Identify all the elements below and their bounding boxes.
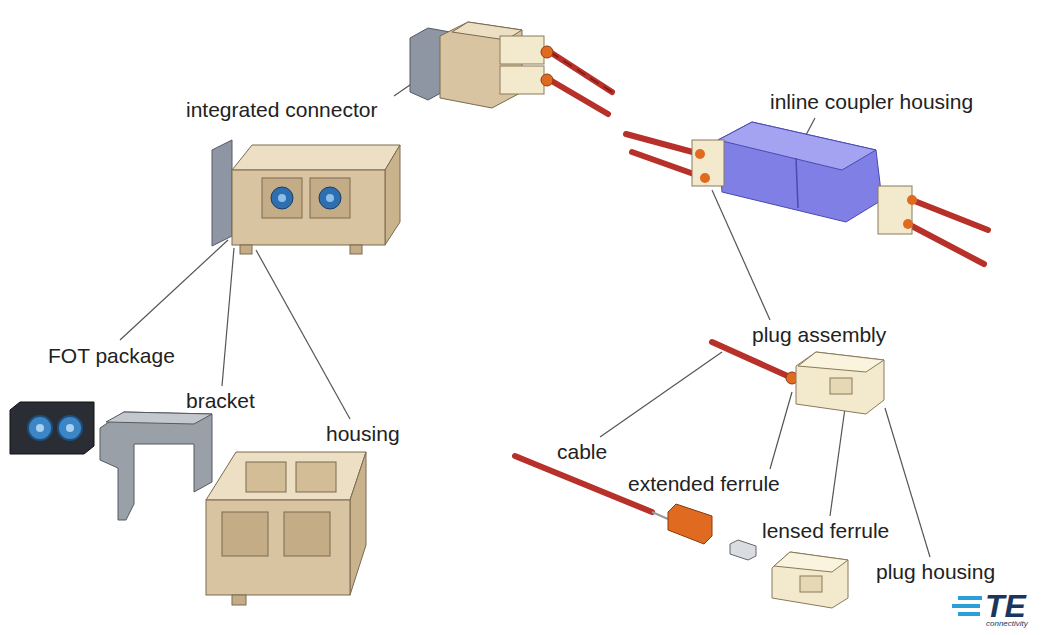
- fot-package-shape: [58, 416, 82, 440]
- fot-package-shape: [28, 416, 52, 440]
- bracket-shape: [106, 412, 212, 424]
- integrated-connector-shape: [232, 170, 385, 245]
- leader-line-shape: [222, 248, 234, 386]
- logo-stripes-shape: [952, 604, 980, 608]
- part-label: lensed ferrule: [762, 519, 889, 543]
- fot-package-shape: [10, 402, 94, 454]
- inline-coupler-shape: [692, 140, 724, 186]
- inline-coupler-shape: [695, 149, 705, 159]
- exploded-plug-shape: [774, 552, 848, 572]
- housing-shape: [206, 500, 350, 595]
- plug-assembly-shape: [796, 352, 884, 414]
- plug-assembly-shape: [712, 342, 792, 378]
- part-label: plug housing: [876, 560, 995, 584]
- connector-assembly-shape: [500, 36, 544, 64]
- part-label: housing: [326, 422, 400, 446]
- part-label: extended ferrule: [628, 472, 780, 496]
- plug-assembly-shape: [830, 378, 852, 394]
- housing-shape: [284, 512, 330, 556]
- fot-package-shape: [36, 424, 44, 432]
- connector-assembly-shape: [550, 80, 608, 114]
- integrated-connector-shape: [232, 145, 400, 170]
- leader-line-shape: [770, 392, 792, 469]
- integrated-connector-shape: [310, 178, 350, 218]
- inline-coupler-shape: [908, 224, 984, 264]
- housing-shape: [246, 462, 286, 492]
- inline-coupler-shape: [878, 186, 912, 234]
- integrated-connector: [212, 140, 400, 254]
- fot-package-shape: [66, 424, 74, 432]
- housing-shape: [206, 452, 366, 500]
- inline-coupler-shape: [718, 122, 882, 222]
- housing-shape: [222, 512, 268, 556]
- leader-line-shape: [712, 190, 770, 320]
- part-label: inline coupler housing: [770, 90, 973, 114]
- fot-package: [10, 402, 94, 454]
- integrated-connector-shape: [262, 178, 302, 218]
- leader-line-shape: [120, 240, 228, 340]
- inline-coupler: [626, 122, 988, 264]
- integrated-connector-shape: [212, 140, 232, 246]
- leader-line-shape: [256, 250, 350, 419]
- inline-coupler-shape: [903, 219, 913, 229]
- integrated-connector-shape: [240, 245, 252, 254]
- leader-line-shape: [830, 408, 845, 516]
- logo-stripes-shape: [958, 596, 982, 600]
- connector-assembly-shape: [500, 66, 544, 94]
- integrated-connector-shape: [326, 194, 334, 202]
- part-label: plug assembly: [752, 323, 886, 347]
- plug-assembly: [712, 342, 884, 414]
- housing-shape: [296, 462, 336, 492]
- plug-assembly-shape: [798, 352, 884, 372]
- exploded-plug-shape: [652, 512, 668, 519]
- exploded-plug-shape: [668, 504, 712, 544]
- exploded-plug-shape: [730, 540, 756, 560]
- inline-coupler-shape: [912, 200, 988, 230]
- integrated-connector-shape: [385, 145, 400, 245]
- part-label: cable: [557, 440, 607, 464]
- logo-stripes: [952, 596, 982, 616]
- integrated-connector-shape: [319, 187, 341, 209]
- exploded-plug-shape: [800, 576, 822, 592]
- logo-stripes-shape: [958, 612, 980, 616]
- leader-line-shape: [885, 408, 930, 557]
- logo-text: connectivity: [986, 619, 1028, 628]
- part-label: integrated connector: [186, 98, 377, 122]
- inline-coupler-shape: [718, 122, 876, 170]
- housing-shape: [350, 452, 366, 595]
- connector-assembly-shape: [541, 74, 553, 86]
- inline-coupler-shape: [907, 195, 917, 205]
- inline-coupler-shape: [796, 158, 798, 208]
- inline-coupler-shape: [700, 173, 710, 183]
- connector-assembly: [410, 22, 612, 114]
- exploded-plug-shape: [772, 552, 848, 608]
- part-label: bracket: [186, 389, 255, 413]
- connector-assembly-shape: [541, 46, 553, 58]
- integrated-connector-shape: [278, 194, 286, 202]
- connector-assembly-shape: [440, 22, 522, 108]
- leader-line: [120, 78, 930, 557]
- leader-line-shape: [600, 352, 722, 437]
- integrated-connector-shape: [271, 187, 293, 209]
- part-label: FOT package: [48, 344, 175, 368]
- housing-shape: [232, 595, 246, 605]
- housing: [206, 452, 366, 605]
- connector-assembly-shape: [550, 52, 612, 92]
- bracket-shape: [100, 412, 212, 520]
- bracket: [100, 412, 212, 520]
- integrated-connector-shape: [350, 245, 362, 254]
